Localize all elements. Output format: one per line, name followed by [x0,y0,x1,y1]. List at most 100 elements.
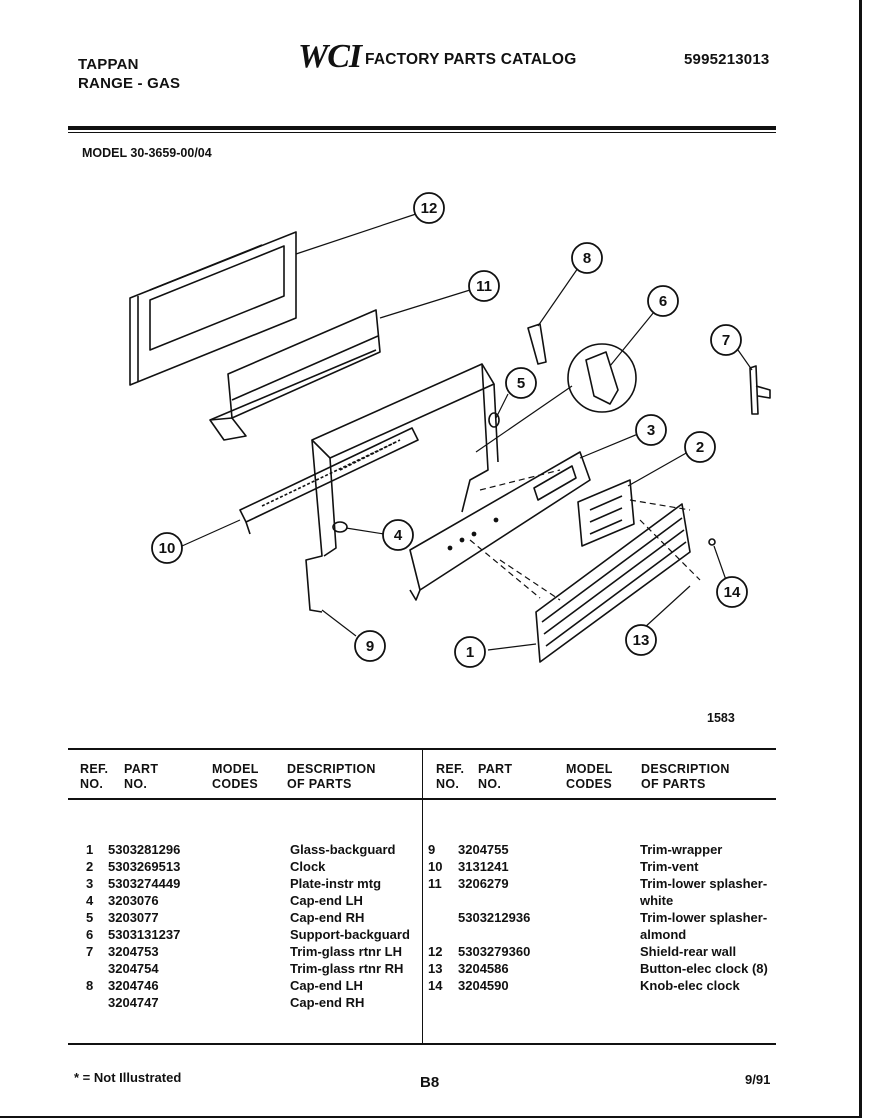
part-no-cell: 3206279 [458,876,509,891]
description-cell: white [640,893,674,908]
description-cell: Plate-instr mtg [290,876,382,891]
table-row: white [422,893,862,910]
ref-no-cell: 14 [428,978,443,993]
description-cell: Shield-rear wall [640,944,737,959]
wci-logo: WCI [298,38,362,75]
part-trim-glass-rtnr [749,365,759,415]
description-cell: Cap-end RH [290,995,365,1010]
table-row: 14 3204590 Knob-elec clock [422,978,862,995]
ref-no-cell: 9 [428,842,436,857]
callout-11: 11 [476,278,492,295]
description-cell: Trim-glass rtnr LH [290,944,402,959]
model-number: MODEL 30-3659-00/04 [82,146,212,160]
table-row: 5 3203077 Cap-end RH [0,910,422,927]
description-cell: Support-backguard [290,927,410,942]
part-no-cell: 5303279360 [458,944,531,959]
part-shield-rear-wall [129,231,297,386]
right-part-no-header: PART NO. [478,762,513,791]
part-trim-vent [239,427,419,535]
table-row: almond [422,927,862,944]
part-no-cell: 3204586 [458,961,509,976]
left-part-no-header: PART NO. [124,762,159,791]
description-cell: Trim-vent [640,859,699,874]
left-ref-no-header: REF. NO. [80,762,109,791]
ref-no-cell: 1 [86,842,94,857]
description-cell: Knob-elec clock [640,978,740,993]
table-row: 5303212936 Trim-lower splasher- [422,910,862,927]
part-cap-end-lh [332,521,348,533]
callout-7: 7 [722,332,730,349]
header-rule-top [68,126,776,130]
part-cap-end-small [527,323,547,365]
callout-12: 12 [421,200,438,217]
ref-no-cell: 4 [86,893,94,908]
header-rule-bottom [68,132,776,133]
catalog-number: 5995213013 [684,51,770,68]
callout-5: 5 [517,375,525,392]
description-cell: Trim-glass rtnr RH [290,961,404,976]
description-cell: Cap-end RH [290,910,365,925]
page-number: B8 [420,1074,440,1091]
ref-no-cell: 11 [428,876,442,891]
exploded-parts-diagram: 1 2 3 4 5 6 7 8 9 10 11 12 13 14 [129,192,771,668]
part-no-cell: 3204590 [458,978,509,993]
part-no-cell: 5303274449 [108,876,181,891]
right-description-header: DESCRIPTION OF PARTS [641,762,730,791]
callout-14: 14 [724,584,741,601]
left-model-codes-header: MODEL CODES [212,762,259,791]
callout-1: 1 [466,644,474,661]
part-no-cell: 5303269513 [108,859,181,874]
table-row: 3 5303274449 Plate-instr mtg [0,876,422,893]
callout-9: 9 [366,638,374,655]
page-frame [0,0,862,1118]
table-row: 3204754 Trim-glass rtnr RH [0,961,422,978]
callout-13: 13 [633,632,650,649]
ref-no-cell: 13 [428,961,443,976]
callout-2: 2 [696,439,704,456]
left-description-header: DESCRIPTION OF PARTS [287,762,376,791]
part-no-cell: 3203076 [108,893,159,908]
description-cell: Trim-wrapper [640,842,723,857]
description-cell: Cap-end LH [290,978,363,993]
callout-8: 8 [583,250,591,267]
part-no-cell: 3131241 [458,859,509,874]
description-cell: almond [640,927,687,942]
ref-no-cell: 3 [86,876,94,891]
ref-no-cell: 10 [428,859,443,874]
brand-name: TAPPAN [78,56,139,73]
part-support-backguard [567,343,637,413]
description-cell: Trim-lower splasher- [640,876,768,891]
table-row: 11 3206279 Trim-lower splasher- [422,876,862,893]
ref-no-cell: 6 [86,927,94,942]
part-no-cell: 5303131237 [108,927,181,942]
part-trim-wrapper [305,363,499,613]
part-no-cell: 3204755 [458,842,509,857]
revision-date: 9/91 [745,1072,771,1087]
part-knob-elec-clock [708,538,716,546]
table-row: 9 3204755 Trim-wrapper [422,842,862,859]
diagram-callouts: 1 2 3 4 5 6 7 8 9 10 11 12 13 14 [151,192,748,668]
callout-10: 10 [159,540,176,557]
description-cell: Glass-backguard [290,842,396,857]
table-bottom-rule [68,1043,776,1045]
ref-no-cell: 12 [428,944,443,959]
ref-no-cell: 8 [86,978,94,993]
part-no-cell: 3204754 [108,961,159,976]
catalog-title: FACTORY PARTS CATALOG [365,51,577,68]
ref-no-cell: 5 [86,910,94,925]
part-no-cell: 5303212936 [458,910,531,925]
description-cell: Clock [290,859,326,874]
right-parts-list: 9 3204755 Trim-wrapper 10 3131241 Trim-vent 11… [422,842,862,1022]
table-row: 6 5303131237 Support-backguard [0,927,422,944]
part-no-cell: 3203077 [108,910,159,925]
table-column-divider [422,750,423,1043]
description-cell: Trim-lower splasher- [640,910,768,925]
part-trim-lower-splasher [209,309,381,441]
